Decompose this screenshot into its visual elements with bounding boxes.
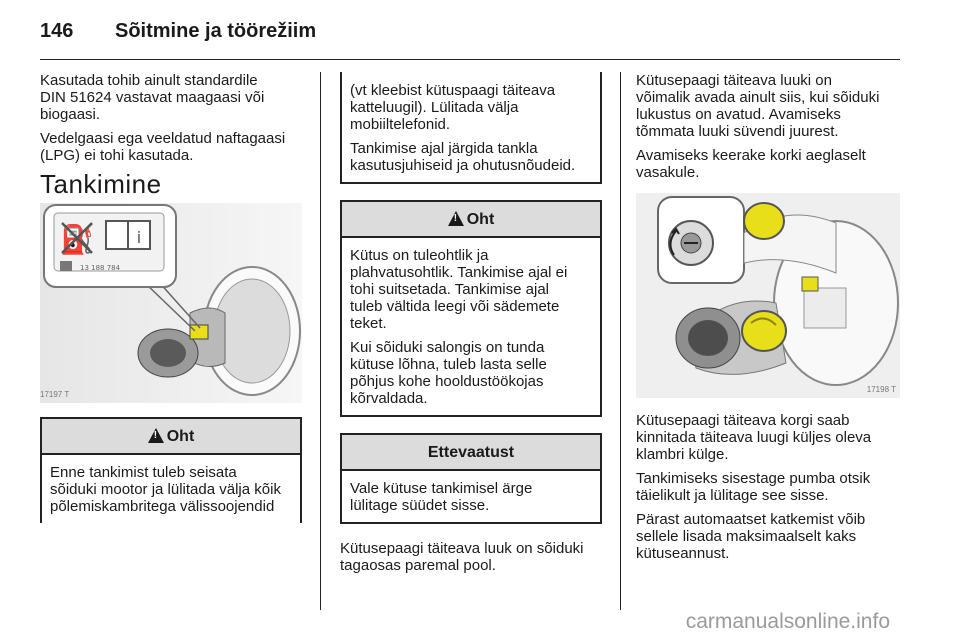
page-number: 146 [40, 20, 74, 42]
column-divider-1 [320, 72, 321, 610]
warning-title: Oht [466, 211, 495, 228]
figure-fuel-cap: 17198 T [636, 193, 900, 398]
warning-triangle-icon [447, 211, 464, 226]
warning-text: Kui sõiduki salongis on tunda kütuse lõh… [350, 339, 547, 407]
paragraph: Tankimiseks sisestage pumba otsik täieli… [636, 470, 871, 504]
caution-box: Ettevaatust Vale kütuse tankimisel ärge … [340, 433, 602, 524]
caution-text: Vale kütuse tankimisel ärge lülitage süü… [350, 480, 533, 514]
paragraph: Kasutada tohib ainult standardile DIN 51… [40, 72, 265, 123]
warning-header: Oht [42, 419, 300, 455]
paragraph: Kütusepaagi täiteava korgi saab kinnitad… [636, 412, 872, 463]
fuel-door-illustration: ⛽ i 13 188 784 [40, 203, 302, 403]
figure-number: 17197 T [40, 390, 70, 399]
caution-header: Ettevaatust [342, 435, 600, 471]
paragraph: Kütusepaagi täiteava luuk on sõiduki tag… [340, 540, 584, 574]
warning-box: Oht Enne tankimist tuleb seisata sõiduki… [40, 417, 302, 523]
paragraph: Avamiseks keerake korki aeglaselt vasaku… [636, 147, 866, 181]
column-3: Kütusepaagi täiteava luuki on võimalik a… [636, 72, 906, 569]
fuel-cap-illustration [636, 193, 900, 398]
page-header: 146 Sõitmine ja töörežiim [40, 20, 316, 43]
watermark: carmanualsonline.info [685, 610, 890, 633]
paragraph: Kütusepaagi täiteava luuki on võimalik a… [636, 72, 880, 140]
warning-text: (vt kleebist kütuspaagi täiteava kattelu… [350, 82, 556, 133]
page-title: Sõitmine ja töörežiim [115, 20, 317, 42]
paragraph: Vedelgaasi ega veeldatud naftagaasi (LPG… [40, 130, 286, 164]
paragraph: Pärast automaatset katkemist võib sellel… [636, 511, 866, 562]
figure-fuel-door-label: ⛽ i 13 188 784 17197 T [40, 203, 302, 403]
warning-text: Tankimise ajal järgida tankla kasutusjuh… [350, 140, 576, 174]
warning-box: Oht Kütus on tuleohtlik ja plahvatusohtl… [340, 200, 602, 417]
section-heading: Tankimine [40, 169, 162, 199]
warning-text: Enne tankimist tuleb seisata sõiduki moo… [50, 464, 281, 515]
warning-text: Kütus on tuleohtlik ja plahvatusohtlik. … [350, 247, 568, 332]
warning-title: Oht [166, 428, 195, 445]
column-1: Kasutada tohib ainult standardile DIN 51… [40, 72, 302, 539]
column-2: (vt kleebist kütuspaagi täiteava kattelu… [340, 72, 602, 581]
warning-header: Oht [342, 202, 600, 238]
column-divider-2 [620, 72, 621, 610]
label-code: 13 188 784 [80, 264, 121, 272]
warning-triangle-icon [147, 428, 164, 443]
svg-text:i: i [137, 228, 141, 247]
header-rule [40, 59, 900, 60]
warning-box-continued: (vt kleebist kütuspaagi täiteava kattelu… [340, 72, 602, 184]
figure-number: 17198 T [866, 385, 896, 394]
